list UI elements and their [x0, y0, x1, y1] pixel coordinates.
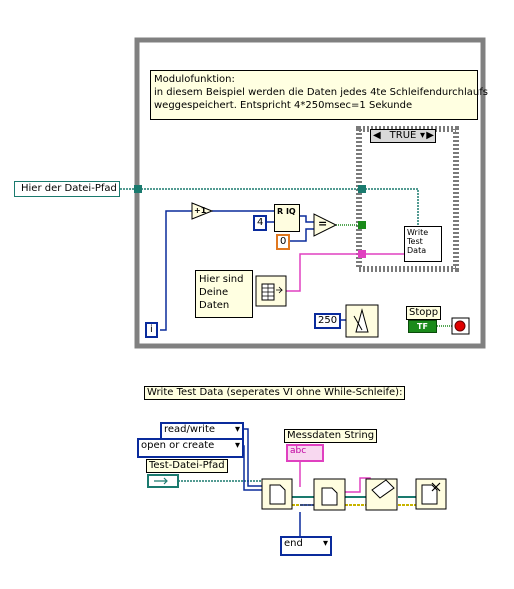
const-250[interactable]: 250: [314, 313, 342, 329]
path-control[interactable]: Hier der Datei-Pfad: [14, 181, 120, 197]
equals-label: =: [318, 217, 328, 230]
chevron-down-icon: ▾: [234, 440, 240, 451]
stop-terminal[interactable]: TF: [408, 320, 437, 333]
enum-read-write[interactable]: read/write ▾: [160, 422, 244, 442]
data-label: Hier sind Deine Daten: [195, 270, 253, 318]
measurement-string-label: Messdaten String: [284, 429, 378, 443]
path-control-label: Hier der Datei-Pfad: [21, 183, 117, 194]
case-next-arrow[interactable]: ▶: [426, 130, 434, 141]
const-0[interactable]: 0: [276, 234, 291, 250]
case-dropdown-icon[interactable]: ▾: [419, 130, 425, 141]
iteration-terminal: i: [145, 322, 158, 338]
comment-line-2: in diesem Beispiel werden die Daten jede…: [154, 87, 488, 98]
subvi-title: Write Test Data (seperates VI ohne While…: [144, 386, 406, 400]
quotient-remainder-label: R IQ: [277, 207, 296, 216]
write-test-data-subvi[interactable]: Write Test Data: [404, 226, 442, 262]
enum-end[interactable]: end ▾: [280, 536, 332, 556]
stop-label: Stopp: [406, 306, 442, 320]
increment-node: [191, 202, 214, 220]
loop-comment: Modulofunktion: in diesem Beispiel werde…: [150, 70, 488, 120]
comment-line-3: weggespeichert. Entspricht 4*250msec=1 S…: [154, 100, 413, 111]
enum-open-or-create[interactable]: open or create ▾: [137, 438, 244, 458]
test-file-path-label: Test-Datei-Pfad: [146, 459, 228, 473]
const-4[interactable]: 4: [253, 215, 268, 231]
comment-line-1: Modulofunktion:: [154, 74, 235, 85]
case-selector[interactable]: ◀ TRUE ▾ ▶: [370, 129, 436, 143]
chevron-down-icon: ▾: [234, 424, 240, 435]
quotient-remainder-node: R IQ: [274, 204, 300, 232]
case-label: TRUE: [389, 130, 417, 141]
write-test-data-label: Write Test Data: [407, 228, 429, 255]
measurement-string-const[interactable]: abc: [286, 444, 324, 462]
increment-label: +1: [194, 206, 207, 215]
chevron-down-icon: ▾: [322, 538, 328, 549]
case-prev-arrow[interactable]: ◀: [373, 130, 381, 141]
equals-node: [313, 213, 338, 237]
